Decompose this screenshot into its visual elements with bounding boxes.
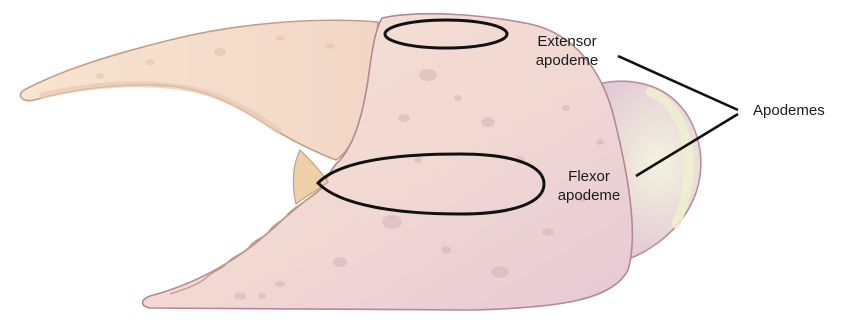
extensor-label-line1: Extensor: [522, 32, 612, 51]
flexor-label-line2: apodeme: [541, 186, 637, 205]
flexor-apodeme-label: Flexor apodeme: [541, 167, 637, 205]
extensor-label-line2: apodeme: [522, 51, 612, 70]
flexor-label-line1: Flexor: [541, 167, 637, 186]
extensor-apodeme-label: Extensor apodeme: [522, 32, 612, 70]
apodemes-group-label: Apodemes: [753, 101, 825, 120]
